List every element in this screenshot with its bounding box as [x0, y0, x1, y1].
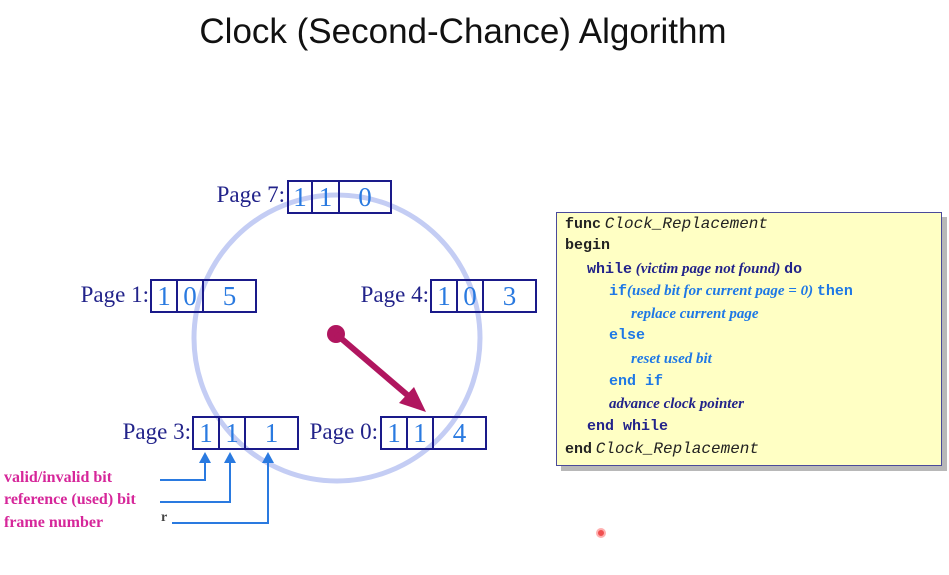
- page-7-label: Page 7:: [216, 182, 285, 207]
- code-line-7: reset used bit: [631, 351, 712, 367]
- code-line-8: end if: [609, 373, 664, 390]
- valid-bit: 1: [194, 418, 220, 448]
- keyword: func: [565, 216, 602, 233]
- used-bit: 1: [408, 418, 434, 448]
- valid-bit: 1: [152, 281, 178, 311]
- keyword: if: [609, 283, 628, 300]
- used-bit: 1: [313, 182, 340, 212]
- page-4-entry: 1 0 3: [430, 279, 537, 313]
- page-1-label: Page 1:: [80, 282, 149, 307]
- keyword: then: [816, 283, 853, 300]
- code-line-9: advance clock pointer: [609, 396, 744, 412]
- stray-char: r: [161, 510, 168, 525]
- code-line-3: while (victim page not found) do: [587, 258, 802, 281]
- legend-frame-number: frame number: [4, 514, 104, 531]
- used-bit: 1: [220, 418, 246, 448]
- legend-connectors: [160, 458, 269, 524]
- code-line-2: begin: [565, 237, 611, 254]
- page-4-label: Page 4:: [360, 282, 429, 307]
- page-0-label: Page 0:: [309, 419, 378, 444]
- keyword: while: [587, 261, 633, 278]
- page-3-entry: 1 1 1: [192, 416, 299, 450]
- valid-bit: 1: [432, 281, 458, 311]
- clock-pointer: [327, 325, 426, 412]
- valid-bit: 1: [289, 182, 313, 212]
- clock-circle: [191, 192, 483, 484]
- laser-pointer-dot: [596, 528, 606, 538]
- frame-number: 4: [452, 418, 467, 448]
- frame-number: 3: [502, 281, 517, 311]
- condition: (victim page not found): [635, 261, 781, 277]
- code-line-4: if(used bit for current page = 0) then: [609, 280, 853, 303]
- code-line-5: replace current page: [631, 306, 759, 322]
- code-line-11: end Clock_Replacement: [565, 438, 759, 461]
- legend-arrowheads: [199, 452, 274, 463]
- page-0-entry: 1 1 4: [380, 416, 487, 450]
- function-name: Clock_Replacement: [595, 440, 759, 458]
- used-bit: 0: [458, 281, 484, 311]
- slide-title: Clock (Second-Chance) Algorithm: [199, 12, 727, 51]
- function-name: Clock_Replacement: [604, 215, 768, 233]
- code-line-10: end while: [587, 418, 669, 435]
- page-1-entry: 1 0 5: [150, 279, 257, 313]
- legend-valid-bit: valid/invalid bit: [4, 469, 113, 486]
- page-3-label: Page 3:: [122, 419, 191, 444]
- keyword: end: [565, 441, 593, 458]
- code-line-1: func Clock_Replacement: [565, 213, 768, 236]
- legend-reference-bit: reference (used) bit: [4, 491, 136, 508]
- valid-bit: 1: [382, 418, 408, 448]
- condition: (used bit for current page = 0): [627, 283, 814, 299]
- code-line-6: else: [609, 327, 646, 344]
- frame-number: 0: [358, 182, 372, 212]
- used-bit: 0: [178, 281, 204, 311]
- frame-number: 1: [264, 418, 279, 448]
- keyword: do: [784, 261, 803, 278]
- frame-number: 5: [222, 281, 237, 311]
- pseudocode-box: func Clock_Replacement begin while (vict…: [556, 212, 942, 466]
- page-7-entry: 1 1 0: [287, 180, 392, 214]
